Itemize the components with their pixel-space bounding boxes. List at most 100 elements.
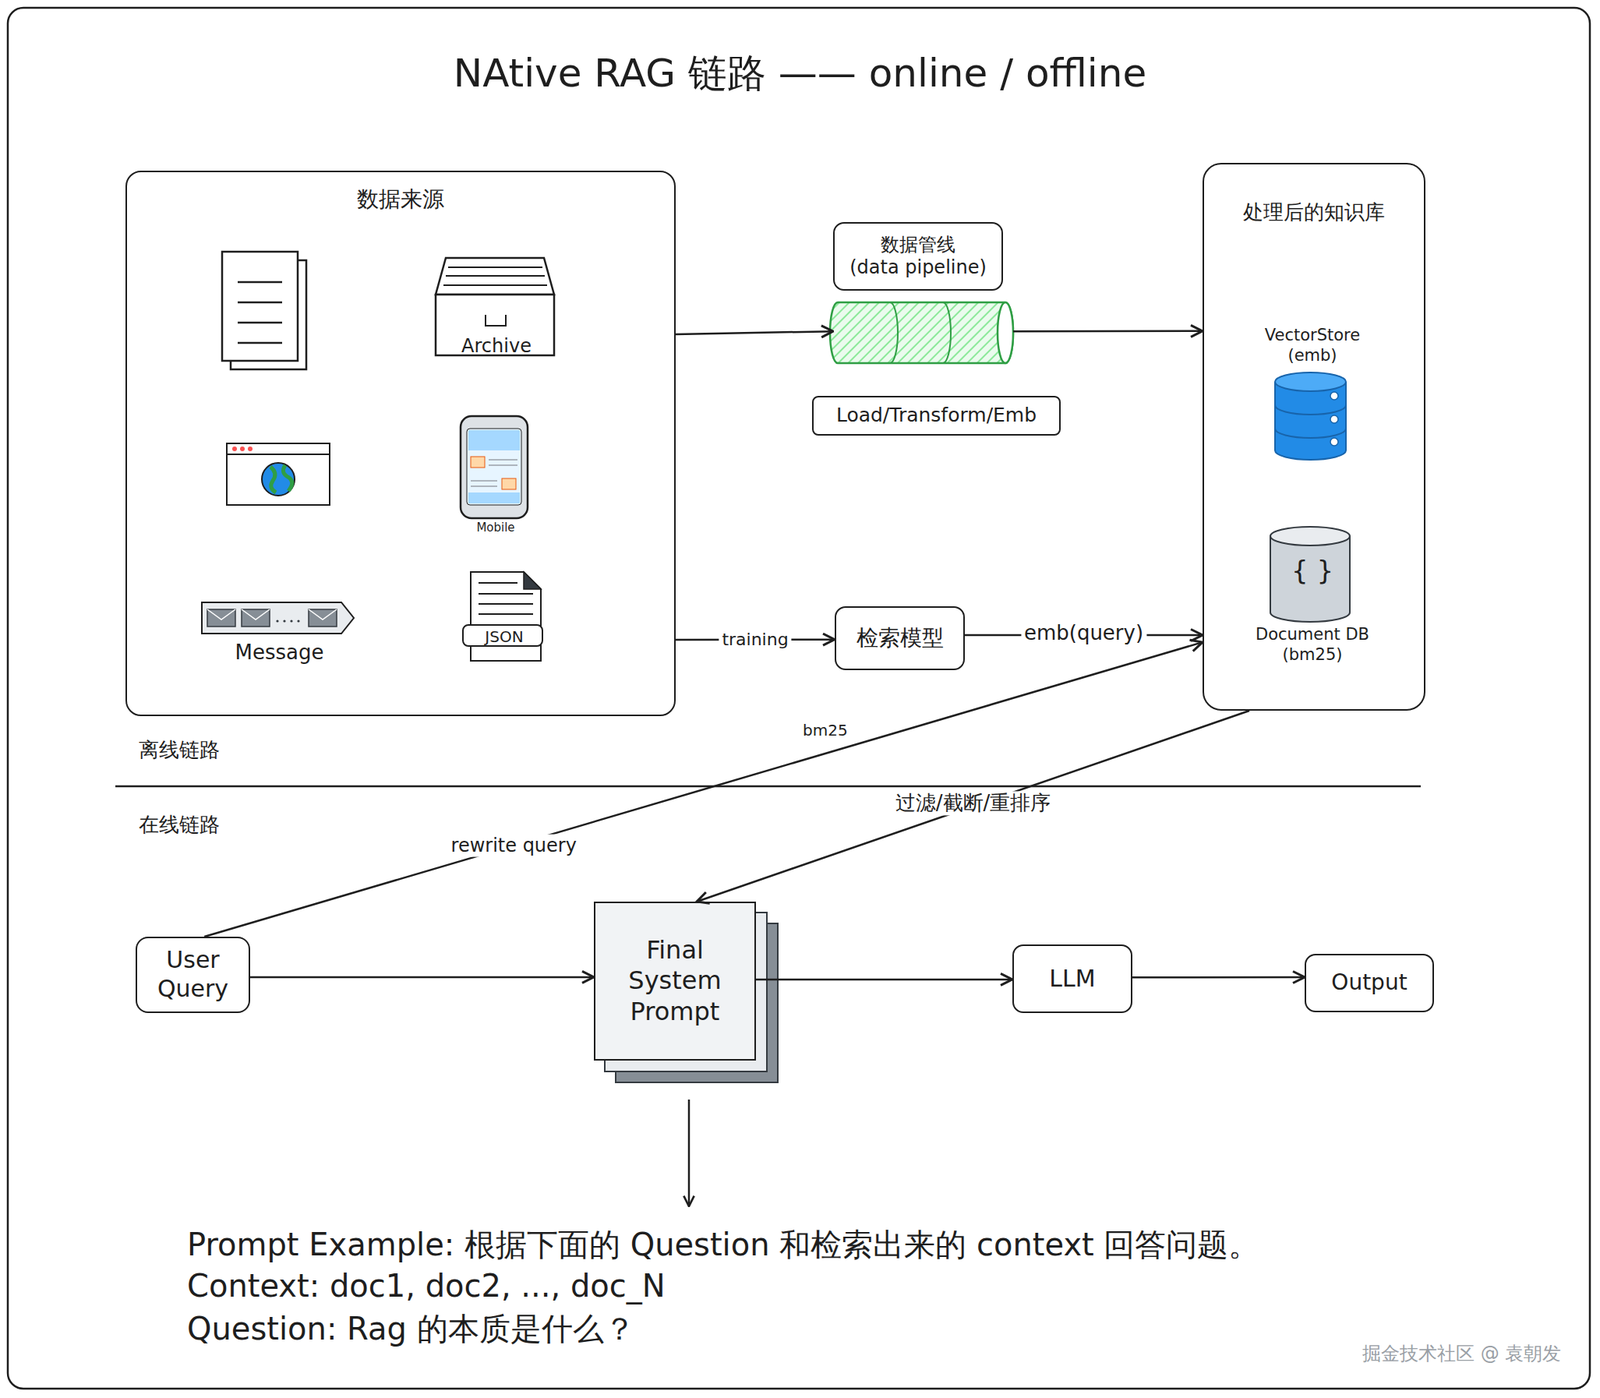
message-icon: Message [203, 601, 356, 669]
json-icon: JSON [464, 572, 544, 663]
phone-card [501, 478, 516, 490]
prompt-example-line: Question: Rag 的本质是什么？ [187, 1309, 636, 1349]
divider-line [115, 785, 1421, 788]
pipeline-segment [890, 302, 898, 364]
envelope-flap [241, 609, 270, 620]
phone-header [468, 430, 520, 451]
node-text: 数据来源 [127, 186, 675, 213]
browser-bar [226, 453, 330, 456]
outer-frame [7, 7, 1590, 1389]
archive-tray [445, 275, 545, 277]
envelope [207, 609, 236, 627]
ellipsis-dot [282, 619, 286, 622]
archive-top [435, 257, 555, 295]
message-banner [201, 602, 354, 634]
document-sheet [222, 251, 298, 361]
json-fold [523, 572, 541, 590]
process-box: Output [1304, 953, 1434, 1013]
node-text: Output [1331, 969, 1407, 997]
prompt-box: Final System Prompt [593, 901, 756, 1061]
vector-db-body [1275, 381, 1346, 460]
node-text: Archive [437, 335, 556, 358]
node-text: Message [203, 640, 356, 666]
leader-arrow [688, 1099, 691, 1207]
globe-land [270, 465, 293, 493]
vector-db-top [1275, 372, 1346, 392]
document-line [237, 342, 283, 345]
node-text: Load/Transform/Emb [836, 403, 1037, 428]
vector-db-dot [1330, 392, 1339, 400]
ellipsis-dot [289, 619, 293, 622]
connector [1132, 976, 1305, 979]
vector-store: VectorStore (emb) [1250, 325, 1374, 463]
edge-label: emb(query) [1020, 621, 1147, 646]
node-text: (data pipeline) [849, 256, 987, 280]
node-text: Mobile [455, 520, 536, 535]
pipeline-end [997, 302, 1014, 364]
envelope [241, 609, 270, 627]
prompt-example-line: Context: doc1, doc2, ..., doc_N [187, 1266, 666, 1306]
edge-label: 过滤/截断/重排序 [892, 791, 1055, 816]
envelope-flap [308, 609, 337, 620]
node-text: 数据管线 [880, 233, 956, 257]
diagram-title: NAtive RAG 链路 —— online / offline [0, 48, 1600, 99]
edge-note: bm25 [802, 720, 848, 741]
document-line [237, 301, 283, 304]
browser-dot [240, 446, 245, 452]
json-line [478, 582, 518, 584]
node-text: VectorStore (emb) [1250, 325, 1374, 366]
connector [250, 976, 594, 979]
knowledge-base-group: 处理后的知识库VectorStore (emb){ }Document DB (… [1202, 162, 1426, 711]
phone-text-line [488, 459, 518, 461]
vector-db-band [1275, 405, 1346, 438]
phone-text-line [470, 480, 498, 482]
node-text: JSON [464, 627, 544, 647]
prompt-example-line: Prompt Example: 根据下面的 Question 和检索出来的 co… [187, 1225, 1260, 1265]
pipeline-step-box: Load/Transform/Emb [812, 395, 1061, 436]
watermark: 掘金技术社区 @ 袁朝发 [1362, 1342, 1562, 1366]
pipeline-segment [943, 302, 951, 364]
source-group: 数据来源 ArchiveMobileMessage JSON [125, 170, 676, 717]
connector [1013, 330, 1203, 333]
browser-dot [232, 446, 237, 452]
envelope [308, 609, 337, 627]
ellipsis-dot [275, 619, 279, 622]
section-label: 在线链路 [138, 812, 220, 838]
json-page [470, 572, 541, 661]
json-line [478, 613, 534, 615]
connector [675, 331, 834, 335]
node-text: { } [1246, 554, 1379, 587]
process-box: User Query [135, 936, 251, 1014]
document-line [237, 321, 283, 325]
node-text: 处理后的知识库 [1204, 200, 1424, 226]
json-line [478, 603, 534, 605]
pipeline-node: 数据管线(data pipeline) [833, 222, 1014, 364]
node-text: User Query [137, 946, 249, 1004]
json-line [478, 593, 534, 595]
vector-db-dot [1330, 415, 1339, 424]
process-box: LLM [1012, 944, 1133, 1014]
phone-text-line [488, 464, 518, 467]
phone-card [470, 456, 485, 468]
phone-text-line [470, 485, 498, 488]
node-text: Final System Prompt [616, 935, 734, 1027]
connector [755, 978, 1013, 982]
archive-icon: Archive [437, 256, 556, 357]
connector [204, 642, 1203, 937]
label-box: 数据管线(data pipeline) [833, 222, 1004, 291]
connector [696, 710, 1250, 902]
phone-screen [466, 428, 522, 506]
edge-label: training [718, 629, 792, 650]
process-box: 检索模型 [834, 606, 965, 671]
envelope-flap [207, 609, 236, 620]
node-text: LLM [1049, 964, 1095, 994]
edge-label: rewrite query [448, 833, 580, 857]
mobile-icon: Mobile [455, 416, 536, 536]
pipeline-cylinder [830, 302, 1014, 364]
vector-db-dot [1330, 437, 1339, 446]
section-label: 离线链路 [138, 737, 220, 763]
browser-window [226, 443, 330, 506]
ellipsis-dot [296, 619, 300, 622]
archive-tray [448, 266, 543, 269]
